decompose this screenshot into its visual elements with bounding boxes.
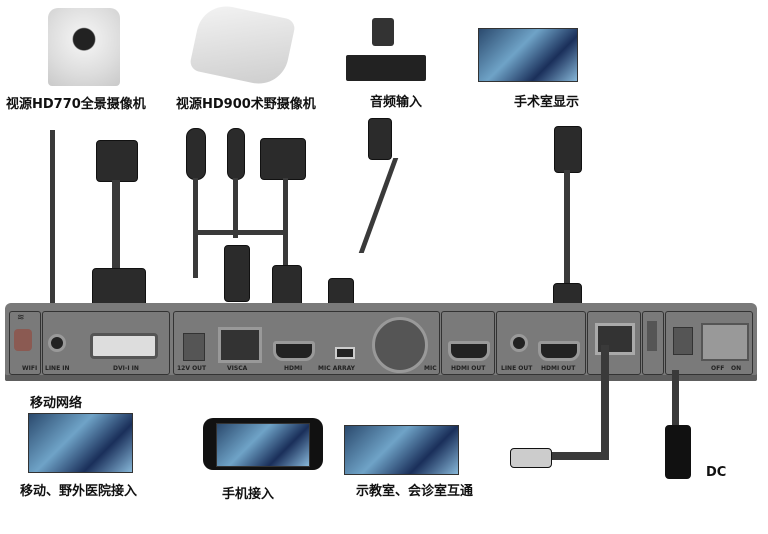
hdmi-out-port-2[interactable] [538,341,580,361]
phone-access-label: 手机接入 [222,487,275,502]
or-display-label: 手术室显示 [514,95,580,110]
hd900-camera-image [188,0,297,90]
splitter-cable-3 [283,178,288,268]
hd900-label: 视源HD900术野摄像机 [176,97,316,112]
hdmi-label: HDMI [284,365,303,372]
or-display-image [478,28,578,82]
ethernet-plug [510,448,552,468]
display-hdmi-cable [564,170,570,285]
wifi-antenna-port[interactable] [14,329,32,351]
wifi-section [9,311,41,375]
splitter-cable-2 [233,178,238,238]
dvi-cable [112,180,120,270]
dc-in-port[interactable] [673,327,693,355]
field-hospital-image [28,413,133,473]
field-hospital-label: 移动、野外医院接入 [20,484,138,499]
ethernet-cable-h [550,452,609,460]
splitter-cable-h [193,230,288,235]
mic-bodypack-image [372,18,394,46]
audio-cable [358,158,399,253]
line-in-label: LINE IN [45,365,70,372]
dc-label: DC [706,465,727,480]
power-section [665,311,753,375]
line-out-label: LINE OUT [501,365,533,372]
input-section-2 [173,311,440,375]
output-section-2 [496,311,586,375]
lan-section [587,311,641,375]
classroom-label: 示教室、会诊室互通 [356,484,474,499]
splitter-cable [193,178,198,278]
vga-plug-top [260,138,306,180]
xlr-mic-port[interactable] [372,317,428,373]
visca-plug [224,245,250,302]
rear-panel: ≋ WIFI LINE IN DVI-I IN 12V OUT VISCA HD… [5,303,757,381]
line-in-cable [50,130,55,310]
audio-usb-plug [368,118,392,160]
mic-label: MIC [424,365,437,372]
dvi-in-label: DVI-I IN [113,365,139,372]
line-out-port[interactable] [510,334,528,352]
audio-in-label: 音频输入 [370,95,423,110]
line-in-port[interactable] [48,334,66,352]
hdmi-out-port-1[interactable] [448,341,490,361]
hdmi-in-port[interactable] [273,341,315,361]
hdmi-out-label-2: HDMI OUT [541,365,576,372]
audio-plug-top [227,128,245,180]
usb-section [642,311,664,375]
hd770-label: 视源HD770全景摄像机 [6,97,146,112]
mic-array-label: MIC ARRAY [318,365,355,372]
display-hdmi-plug-top [554,126,582,173]
wifi-icon: ≋ [17,313,25,323]
off-label: OFF [711,365,725,372]
visca-label: VISCA [227,365,248,372]
hd770-camera-image [48,8,120,86]
12v-out-label: 12V OUT [177,365,207,372]
power-switch[interactable] [701,323,749,361]
dvi-in-port[interactable] [90,333,158,359]
classroom-image [344,425,459,475]
dc-cable [672,370,679,430]
12v-out-port[interactable] [183,333,205,361]
mic-array-port[interactable] [335,347,355,359]
wifi-label: WIFI [22,365,38,372]
hdmi-out-label-1: HDMI OUT [451,365,486,372]
on-label: ON [731,365,742,372]
ethernet-cable [601,345,609,460]
input-section-1 [42,311,170,375]
dvi-cable-connector [96,140,138,182]
usb-port[interactable] [647,321,657,351]
power-plug-top [186,128,206,180]
visca-port[interactable] [218,327,262,363]
wireless-mic-image [346,55,426,81]
output-section-1 [441,311,495,375]
smartphone-screen [216,423,310,467]
mobile-network-label: 移动网络 [30,396,83,411]
dc-adapter [665,425,691,479]
